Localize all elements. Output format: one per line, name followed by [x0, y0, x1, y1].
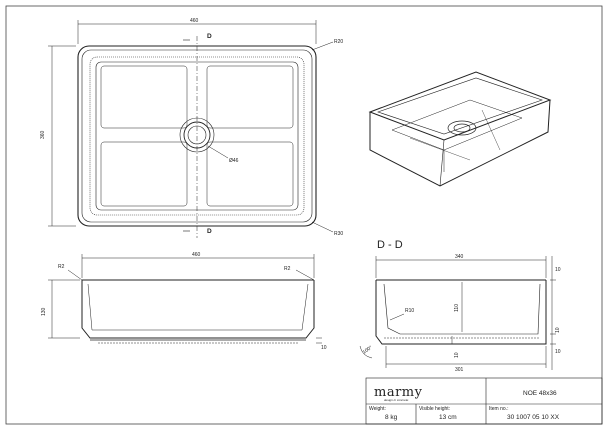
title-block: [365, 377, 603, 425]
item-value: 30 1007 05 10 XX: [507, 414, 560, 421]
section-mark-bottom: D: [207, 228, 212, 235]
section-view: [375, 279, 547, 345]
isometric-view: [368, 71, 552, 187]
top-view: [77, 36, 317, 238]
top-height-dim: 360: [40, 130, 46, 139]
section-angle-dim: 100°: [362, 345, 374, 356]
top-width-dim: 460: [190, 18, 199, 24]
product-name: NOE 48x36: [523, 390, 557, 397]
section-title: D - D: [377, 239, 403, 251]
section-right-a-dim: 10: [555, 267, 561, 273]
section-base-width-dim: 301: [455, 367, 464, 373]
radius-bottom-dim: R30: [334, 231, 343, 237]
section-top-width-dim: 340: [455, 254, 464, 260]
section-bottom-a-dim: 10: [555, 349, 561, 355]
radius-top-dim: R20: [334, 39, 343, 45]
front-height-dim: 130: [41, 307, 47, 316]
section-dimensions: [359, 256, 556, 370]
front-base-dim: 10: [321, 345, 327, 351]
weight-label: Weight:: [369, 406, 386, 412]
sheet-border: [5, 5, 603, 425]
section-mark-top: D: [207, 33, 212, 40]
brand-tagline: design in concrete: [384, 398, 409, 402]
drain-dia-dim: Ø46: [229, 158, 239, 164]
top-view-dimensions: [48, 20, 334, 233]
weight-value: 8 kg: [385, 414, 398, 421]
section-right-b-dim: 10: [555, 327, 561, 333]
visible-height-label: Visible height:: [419, 406, 450, 412]
front-width-dim: 460: [192, 252, 201, 258]
visible-height-value: 13 cm: [439, 414, 457, 421]
section-height-dim: 110: [454, 304, 460, 312]
front-radius-left-dim: R2: [58, 264, 65, 270]
section-wall-dim: 10: [454, 352, 460, 358]
front-view: [81, 279, 315, 344]
front-radius-right-dim: R2: [284, 266, 291, 272]
front-view-dimensions: [48, 254, 322, 344]
item-label: Item no.:: [489, 406, 508, 412]
section-inner-radius-dim: R10: [405, 308, 414, 314]
brand-logo: marmy: [374, 385, 423, 400]
